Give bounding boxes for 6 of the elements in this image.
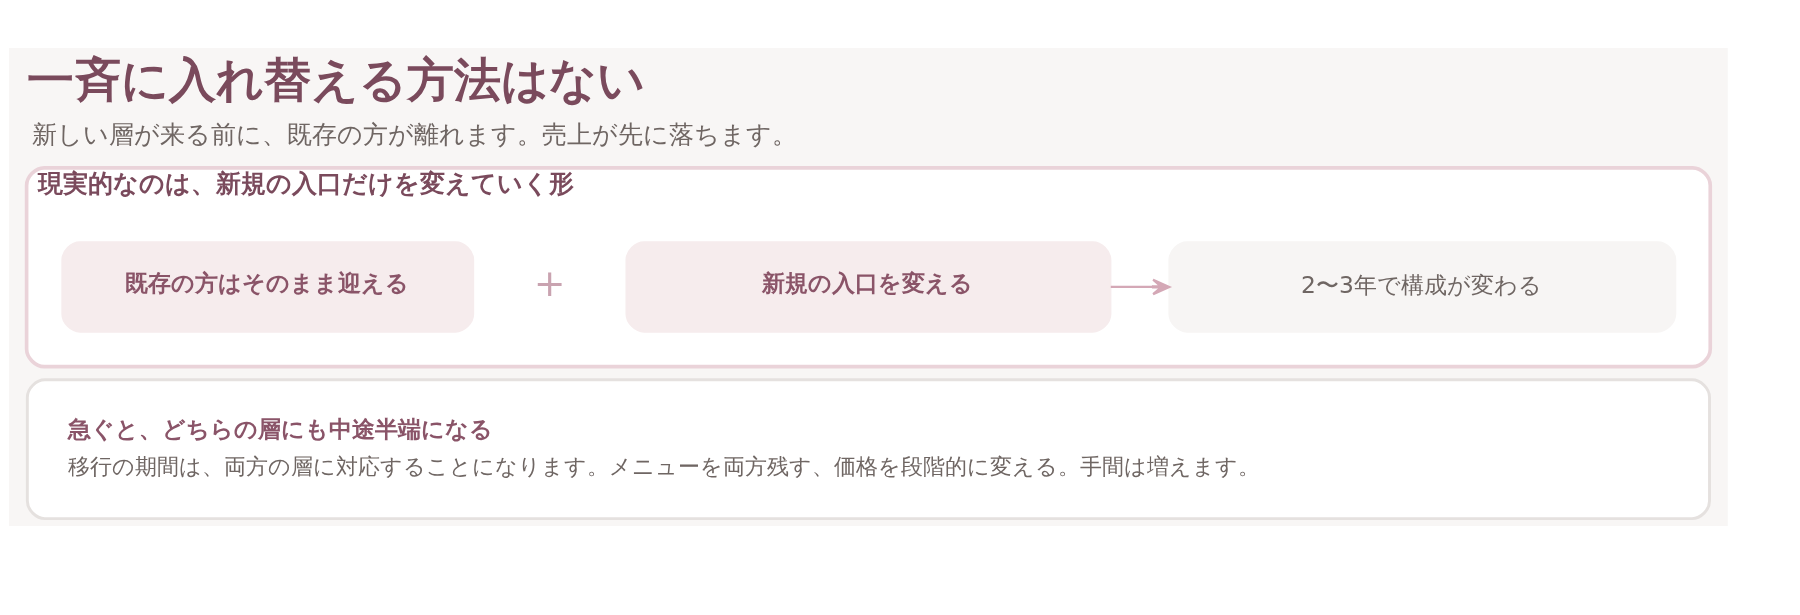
node-box: 新規の入口を変える: [625, 240, 1112, 333]
node-box: 2〜3年で構成が変わる: [1168, 240, 1677, 333]
diagram-title: 一斉に入れ替える方法はない: [26, 51, 645, 107]
arrow: [1110, 278, 1171, 295]
label: +: [533, 260, 566, 305]
label: 新しい層が来る前に、既存の方が離れます。売上が先に落ちます。: [32, 119, 798, 149]
